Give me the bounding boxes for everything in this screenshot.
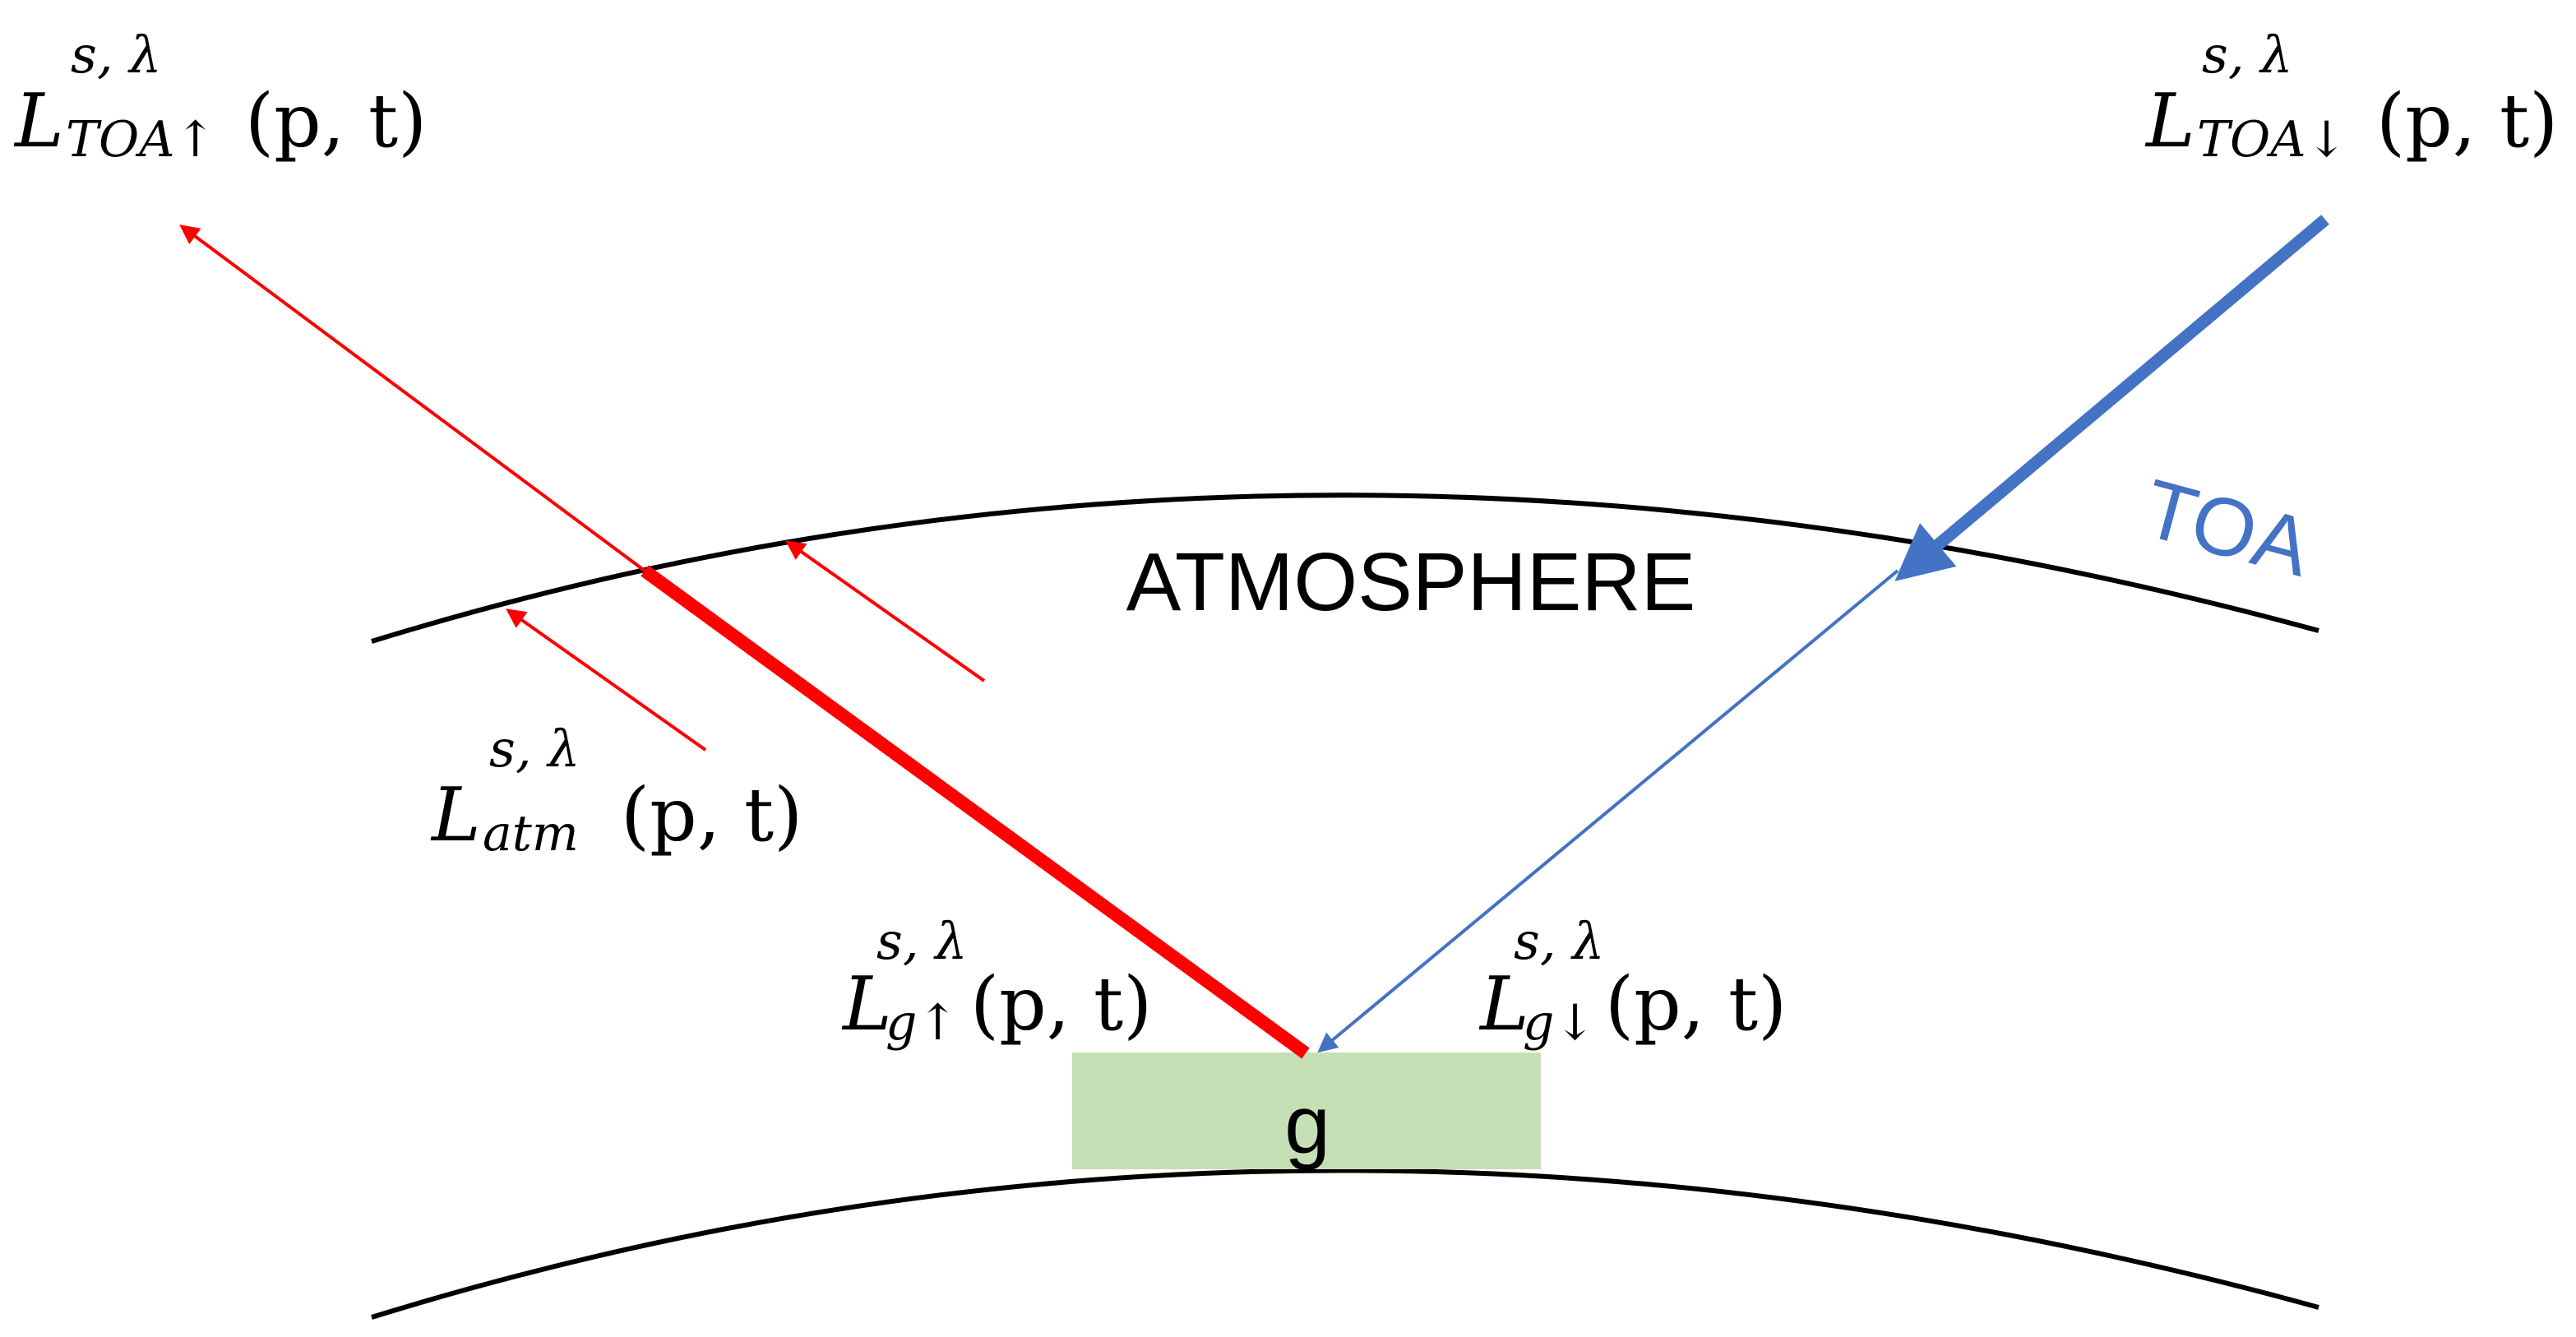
toa-upwelling-radiance-label: L s, λ TOA↑ (p, t) bbox=[13, 25, 427, 169]
earth-surface-curve bbox=[371, 1168, 2319, 1320]
toa-upwelling-ray bbox=[179, 224, 646, 572]
toa-downwelling-beam bbox=[1894, 215, 2329, 581]
ground-label: g bbox=[1284, 1079, 1330, 1171]
ground-upwelling-radiance-args: (p, t) bbox=[970, 961, 1152, 1048]
toa-downwelling-radiance-label: L s, λ TOA↓ (p, t) bbox=[2144, 25, 2558, 169]
atmospheric-scatter-ray-left bbox=[506, 608, 707, 752]
toa-downwelling-radiance-args: (p, t) bbox=[2376, 78, 2558, 164]
toa-upwelling-radiance-base: L bbox=[13, 78, 64, 164]
toa-downwelling-radiance-base: L bbox=[2144, 78, 2195, 164]
toa-label: TOA bbox=[2134, 462, 2320, 594]
toa-downwelling-radiance-superscript: s, λ bbox=[2202, 25, 2293, 85]
ground-downwelling-ray bbox=[1317, 569, 1899, 1053]
atmosphere-label: ATMOSPHERE bbox=[1126, 536, 1696, 628]
ground-upwelling-beam bbox=[641, 565, 1310, 1059]
ground-downwelling-radiance-label: L s, λ g↓ (p, t) bbox=[1478, 911, 1787, 1052]
atmospheric-radiance-superscript: s, λ bbox=[489, 719, 580, 779]
atmospheric-radiance-subscript: atm bbox=[483, 805, 579, 863]
ground-upwelling-radiance-base: L bbox=[841, 961, 892, 1048]
toa-boundary-curve bbox=[371, 493, 2319, 644]
ground-upwelling-radiance-subscript: g↑ bbox=[886, 994, 959, 1052]
ground-downwelling-radiance-subscript: g↓ bbox=[1523, 994, 1596, 1052]
ground-patch bbox=[1072, 1052, 1541, 1169]
atmospheric-radiance-base: L bbox=[430, 772, 481, 858]
toa-downwelling-radiance-subscript: TOA↓ bbox=[2197, 111, 2347, 169]
ground-downwelling-radiance-base: L bbox=[1478, 961, 1529, 1048]
ground-downwelling-radiance-args: (p, t) bbox=[1605, 961, 1787, 1048]
toa-upwelling-radiance-superscript: s, λ bbox=[71, 25, 162, 85]
atmospheric-radiance-label: L s, λ atm (p, t) bbox=[430, 719, 802, 863]
ground-downwelling-radiance-superscript: s, λ bbox=[1514, 911, 1605, 971]
toa-upwelling-radiance-subscript: TOA↑ bbox=[66, 111, 216, 169]
atmospheric-radiance-args: (p, t) bbox=[621, 772, 802, 858]
ground-upwelling-radiance-label: L s, λ g↑ (p, t) bbox=[841, 911, 1152, 1052]
ground-upwelling-radiance-superscript: s, λ bbox=[876, 911, 968, 971]
toa-upwelling-radiance-args: (p, t) bbox=[245, 78, 427, 164]
atmospheric-scatter-ray-right bbox=[785, 540, 986, 682]
